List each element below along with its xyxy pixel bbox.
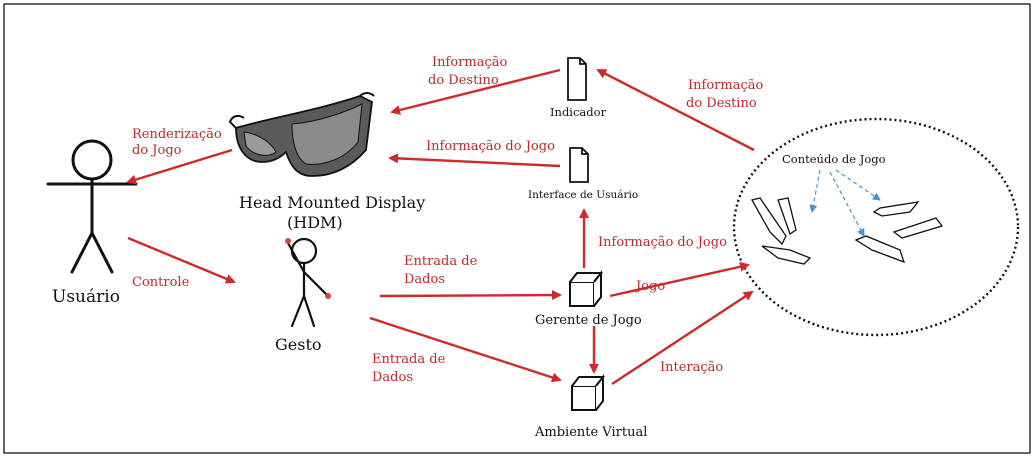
arrow-user-to-gesture — [127, 236, 236, 284]
user-label: Usuário — [52, 287, 120, 307]
arrow-environment-to-content — [611, 290, 754, 386]
game-manager-label: Gerente de Jogo — [535, 313, 642, 328]
gesture-label: Gesto — [275, 335, 322, 354]
arrow-render-to-user — [126, 148, 233, 185]
arrow-gesture-to-environment — [369, 316, 562, 383]
edge-label-dest-right-2: do Destino — [686, 96, 757, 111]
virtual-environment-label: Ambiente Virtual — [534, 425, 647, 440]
game-content-ellipse — [732, 117, 1020, 337]
edge-label-control: Controle — [132, 275, 190, 290]
game-content-label: Conteúdo de Jogo — [782, 152, 886, 166]
indicator-document-icon — [567, 57, 587, 101]
edge-label-interaction: Interação — [660, 360, 723, 375]
virtual-environment-cube-icon — [571, 374, 606, 411]
diagram-frame — [3, 3, 1031, 454]
gesture-figure-icon — [285, 237, 331, 328]
edge-label-input-top-1: Entrada de — [404, 254, 478, 269]
edge-label-dest-left-1: Informação — [432, 55, 507, 70]
interface-document-icon — [569, 147, 589, 183]
edge-label-game-info-left: Informação do Jogo — [426, 139, 555, 154]
arrow-content-to-indicator — [596, 68, 755, 152]
fish-shapes-icon — [751, 197, 944, 265]
edge-label-render-2: do Jogo — [132, 143, 182, 158]
hmd-label-line1: Head Mounted Display — [239, 193, 425, 212]
arrow-manager-to-content — [609, 261, 750, 298]
arrow-gesture-to-manager — [379, 290, 562, 301]
arrow-indicator-to-hmd — [390, 68, 561, 115]
game-manager-cube-icon — [569, 270, 604, 307]
edge-label-game-info-vertical: Informação do Jogo — [598, 235, 727, 250]
edge-label-input-bottom-1: Entrada de — [372, 352, 446, 367]
hmd-glasses-icon — [228, 92, 375, 177]
edge-label-game: Jogo — [634, 279, 665, 294]
dashed-arrow-2 — [835, 169, 881, 201]
edge-label-dest-left-2: do Destino — [428, 73, 499, 88]
arrow-interface-to-hmd — [388, 153, 561, 168]
dashed-arrow-3 — [829, 171, 865, 237]
dashed-arrow-1 — [809, 169, 821, 213]
user-figure-icon — [46, 139, 138, 274]
interface-label: Interface de Usuário — [528, 189, 638, 201]
edge-label-dest-right-1: Informação — [688, 78, 763, 93]
hmd-label-line2: (HDM) — [287, 213, 343, 232]
edge-label-input-top-2: Dados — [404, 272, 445, 287]
edge-label-input-bottom-2: Dados — [372, 370, 413, 385]
indicator-label: Indicador — [550, 105, 607, 119]
edge-label-render-1: Renderização — [132, 127, 222, 142]
